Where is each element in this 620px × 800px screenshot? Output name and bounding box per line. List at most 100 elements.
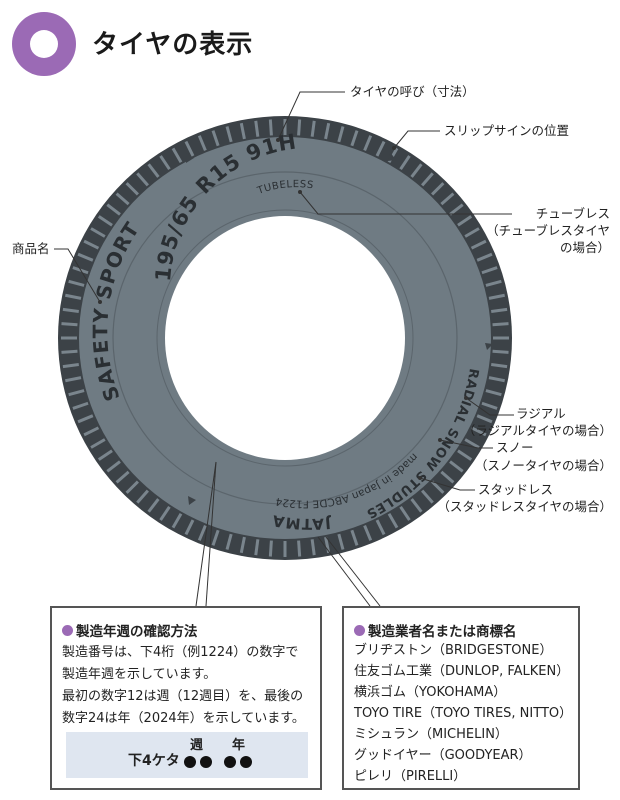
tread-groove	[337, 533, 345, 550]
tread-groove	[375, 519, 386, 536]
tread-groove	[225, 533, 233, 550]
week-line-4: 数字24は年（2024年）を示しています。	[62, 711, 305, 726]
tread-groove	[147, 498, 160, 513]
tread-groove	[310, 120, 316, 137]
digit-dot-icon	[240, 756, 252, 768]
label-radial-sub: （ラジアルタイヤの場合）	[462, 423, 612, 438]
tread-groove	[90, 227, 106, 238]
digit-dot-icon	[200, 756, 212, 768]
week-info-heading: 製造年週の確認方法	[62, 620, 198, 640]
label-studless-sub: （スタッドレスタイヤの場合）	[437, 499, 612, 514]
leader-lines	[54, 91, 514, 607]
label-tubeless: チューブレス （チューブレスタイヤ の場合）	[480, 206, 610, 257]
tread-groove	[97, 215, 113, 227]
tread-groove	[399, 505, 411, 521]
tread-groove	[268, 540, 273, 557]
tread-groove	[90, 438, 106, 449]
tread-groove	[225, 126, 233, 143]
label-tubeless-sub1: （チューブレスタイヤ	[486, 222, 610, 238]
tread-groove	[488, 376, 505, 383]
tread-groove	[476, 252, 493, 262]
tread-groove	[106, 460, 121, 473]
tread-groove	[485, 279, 502, 287]
year-label: 年	[232, 738, 246, 753]
tread-groove	[449, 203, 464, 216]
tread-groove	[488, 293, 505, 300]
maker-item: 横浜ゴム（YOKOHAMA）	[354, 685, 507, 700]
tread-groove	[125, 182, 139, 196]
tread-groove	[65, 376, 82, 383]
week-info-box: 製造年週の確認方法 製造番号は、下4桁（例1224）の数字で 製造年週を示してい…	[50, 606, 322, 790]
maker-item: 住友ゴム工業（DUNLOP, FALKEN）	[354, 664, 570, 679]
tread-groove	[481, 401, 498, 410]
tread-groove	[410, 498, 423, 513]
tread-groove	[106, 203, 121, 216]
week-heading-text: 製造年週の確認方法	[76, 624, 198, 640]
tread-groove	[254, 120, 260, 137]
tread-groove	[184, 140, 195, 157]
maker-item: ピレリ（PIRELLI）	[354, 769, 467, 784]
tread-groove	[492, 322, 509, 327]
tread-groove	[387, 513, 399, 529]
tread-groove	[159, 505, 171, 521]
tire-center-hole	[165, 216, 405, 460]
tread-groove	[421, 172, 434, 187]
tread-groove	[399, 155, 411, 171]
tread-groove	[440, 192, 455, 206]
tread-groove	[136, 489, 149, 504]
tread-groove	[297, 119, 302, 136]
tread-groove	[297, 540, 302, 557]
label-tubeless-title: チューブレス	[535, 206, 610, 221]
tread-groove	[464, 227, 480, 238]
serial-digits-panel: 週 年 下4ケタ	[66, 732, 308, 778]
tread-groove	[68, 279, 85, 287]
circle-mark-icon	[12, 12, 76, 76]
digit-dot-icon	[184, 756, 196, 768]
tread-groove	[115, 192, 130, 206]
week-line-2: 製造年週を示しています。	[62, 667, 217, 682]
last-four-digits-label: 下4ケタ	[128, 753, 180, 769]
tread-groove	[324, 122, 331, 140]
tread-groove	[171, 513, 183, 529]
tread-groove	[125, 480, 139, 494]
maker-item: ミシュラン（MICHELIN）	[354, 727, 508, 742]
tread-groove	[492, 349, 509, 354]
maker-item: ブリヂストン（BRIDGESTONE）	[354, 643, 553, 658]
tread-groove	[83, 426, 100, 437]
label-studless-title: スタッドレス	[478, 482, 554, 497]
tread-groove	[77, 414, 94, 424]
tread-groove	[410, 163, 423, 178]
tread-groove	[77, 252, 94, 262]
tread-groove	[310, 539, 316, 556]
tread-groove	[431, 480, 445, 494]
tread-groove	[211, 529, 220, 546]
tread-groove	[476, 414, 493, 424]
tread-groove	[136, 172, 149, 187]
tread-groove	[350, 130, 359, 147]
tread-groove	[449, 460, 464, 473]
maker-item: TOYO TIRE（TOYO TIRES, NITTO）	[354, 706, 573, 721]
tread-groove	[62, 363, 79, 369]
tread-groove	[72, 401, 89, 410]
tread-groove	[65, 293, 82, 300]
bullet-dot-icon	[62, 624, 73, 636]
tread-groove	[421, 489, 434, 504]
tread-groove	[470, 239, 487, 250]
week-label: 週	[190, 738, 204, 753]
tread-groove	[440, 470, 455, 484]
week-line-3: 最初の数字12は週（12週目）を、最後の	[62, 689, 304, 704]
tread-groove	[350, 529, 359, 546]
tread-groove	[83, 239, 100, 250]
tread-groove	[254, 539, 260, 556]
tread-groove	[62, 307, 79, 313]
maker-item: グッドイヤー（GOODYEAR）	[354, 748, 532, 763]
tread-groove	[211, 130, 220, 147]
tread-blocks	[61, 119, 509, 557]
tread-groove	[363, 524, 373, 541]
label-slip-sign: スリップサインの位置	[444, 123, 570, 138]
tread-groove	[171, 147, 183, 163]
tread-groove	[97, 449, 113, 461]
week-line-1: 製造番号は、下4桁（例1224）の数字で	[62, 645, 299, 660]
tread-groove	[375, 140, 386, 157]
tread-groove	[268, 119, 273, 136]
